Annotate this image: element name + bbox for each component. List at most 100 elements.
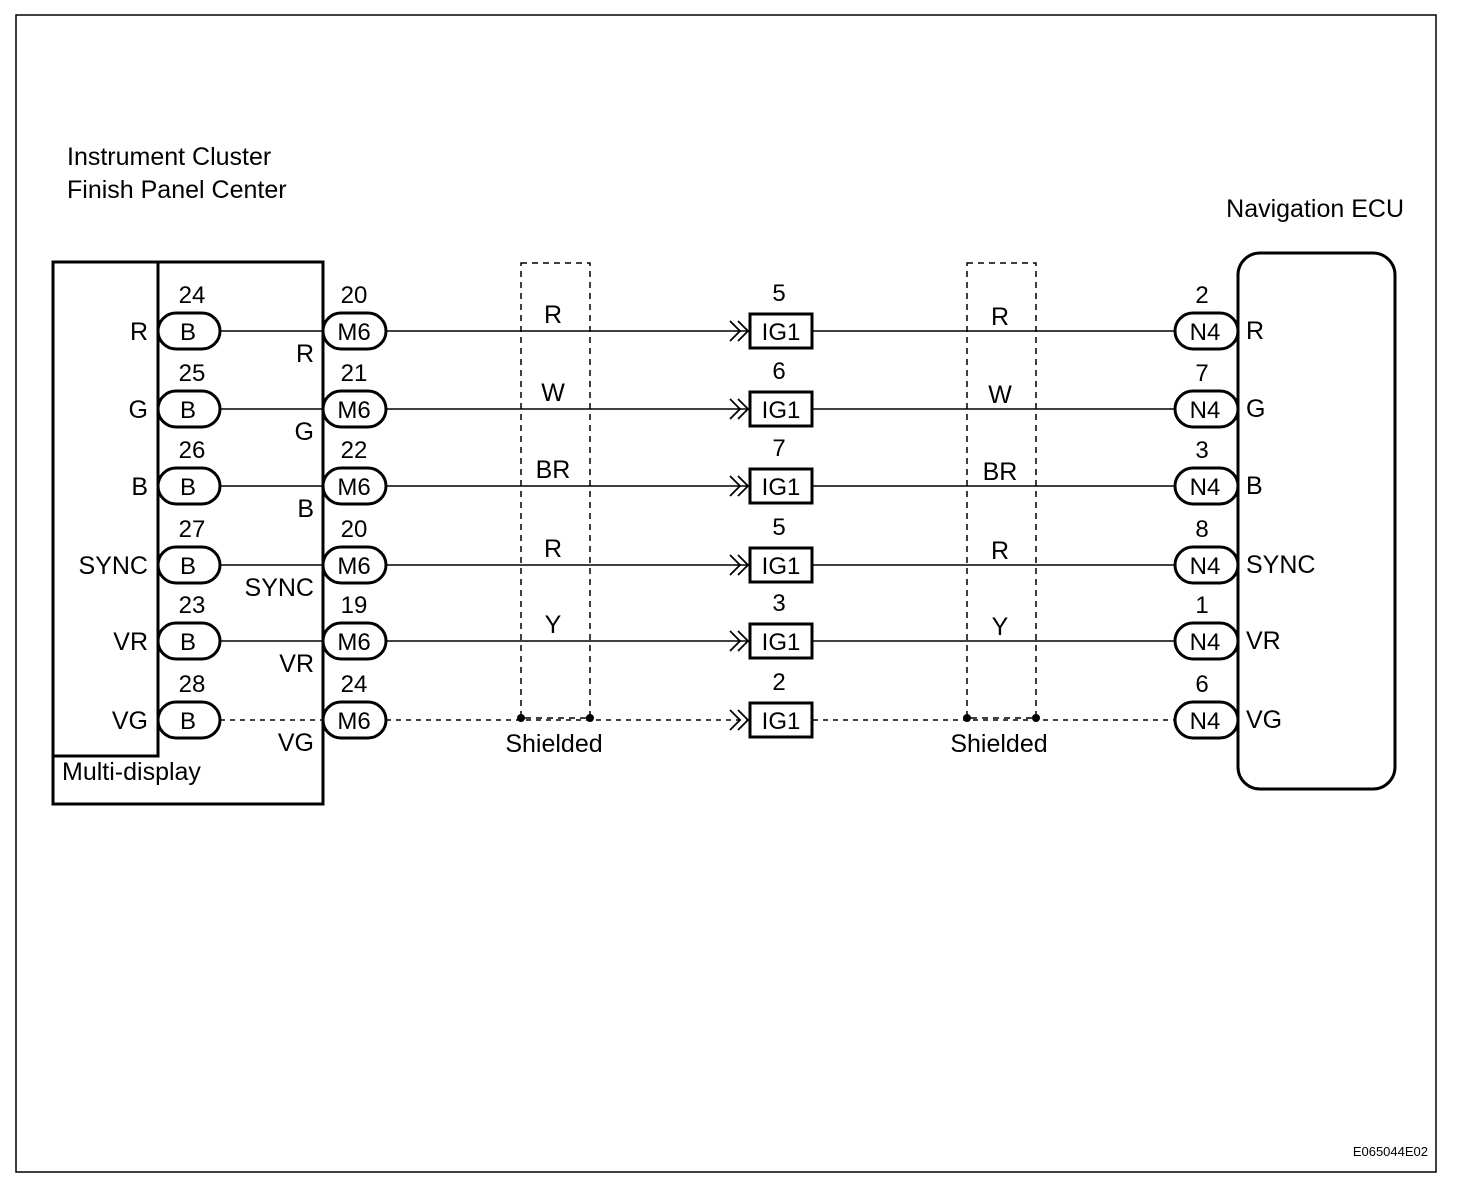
multi-display-pin-label: B: [131, 473, 148, 501]
connector-m6: [321, 621, 388, 661]
connector-m6: [321, 311, 388, 351]
pin-number: 8: [1195, 516, 1208, 543]
wire-color-label: BR: [983, 458, 1018, 486]
pin-number: 20: [341, 516, 368, 543]
connector-b-label: B: [180, 397, 196, 424]
multi-display-pin-label: VR: [113, 628, 148, 656]
wire-color-label: R: [991, 537, 1009, 565]
connector-ig1-label: IG1: [762, 474, 801, 501]
connector-n4: [1173, 466, 1240, 506]
pin-number: 7: [1195, 360, 1208, 387]
connector-n4: [1173, 621, 1240, 661]
multi-display-pin-label: VG: [112, 707, 148, 735]
multi-display-pin-label: R: [130, 318, 148, 346]
panel-pin-label: VR: [279, 650, 314, 678]
pin-number: 7: [772, 435, 785, 462]
connector-b-label: B: [180, 629, 196, 656]
junction-chevron: [729, 475, 750, 497]
connector-n4-label: N4: [1190, 629, 1221, 656]
navigation-ecu-pin-label: SYNC: [1246, 551, 1315, 579]
pin-number: 21: [341, 360, 368, 387]
pin-number: 3: [772, 590, 785, 617]
shield-enclosure-right: [966, 262, 1037, 719]
connector-m6-label: M6: [337, 708, 370, 735]
pin-number: 20: [341, 282, 368, 309]
pin-number: 2: [772, 669, 785, 696]
connector-b: [156, 389, 222, 429]
left-component-title-line1: Instrument Cluster: [67, 143, 271, 171]
connector-b-label: B: [180, 553, 196, 580]
connector-ig1: [748, 622, 814, 660]
connector-b-label: B: [180, 708, 196, 735]
pin-number: 1: [1195, 592, 1208, 619]
wire-color-label: W: [541, 379, 565, 407]
navigation-ecu-pin-label: VG: [1246, 706, 1282, 734]
connector-m6-label: M6: [337, 553, 370, 580]
panel-pin-label: VG: [278, 729, 314, 757]
pin-number: 23: [179, 592, 206, 619]
wire-color-label: W: [988, 381, 1012, 409]
connector-m6-label: M6: [337, 629, 370, 656]
pin-number: 26: [179, 437, 206, 464]
junction-chevron: [729, 630, 750, 652]
pin-number: 6: [772, 358, 785, 385]
multi-display-label: Multi-display: [62, 758, 201, 786]
connector-b-label: B: [180, 474, 196, 501]
pin-number: 5: [772, 514, 785, 541]
connector-m6: [321, 545, 388, 585]
wire-color-label: R: [544, 301, 562, 329]
junction-chevron: [729, 709, 750, 731]
connector-ig1: [748, 312, 814, 350]
connector-ig1-label: IG1: [762, 553, 801, 580]
junction-chevron: [729, 398, 750, 420]
connector-m6-label: M6: [337, 397, 370, 424]
multi-display-box: [51, 260, 160, 758]
navigation-ecu-pin-label: G: [1246, 395, 1265, 423]
panel-pin-label: SYNC: [245, 574, 314, 602]
connector-n4-label: N4: [1190, 474, 1221, 501]
connector-m6: [321, 700, 388, 740]
panel-pin-label: B: [297, 495, 314, 523]
pin-number: 28: [179, 671, 206, 698]
connector-b: [156, 311, 222, 351]
multi-display-pin-label: G: [129, 396, 148, 424]
connector-m6-label: M6: [337, 319, 370, 346]
junction-chevron: [729, 554, 750, 576]
left-component-title-line2: Finish Panel Center: [67, 176, 287, 204]
wire-color-label: R: [544, 535, 562, 563]
shield-enclosure-left: [520, 262, 591, 719]
pin-number: 6: [1195, 671, 1208, 698]
shield-label-left: Shielded: [505, 730, 602, 758]
shield-label-right: Shielded: [950, 730, 1047, 758]
connector-n4: [1173, 700, 1240, 740]
pin-number: 27: [179, 516, 206, 543]
wire-color-label: R: [991, 303, 1009, 331]
junction-chevron: [729, 320, 750, 342]
wire-color-label: Y: [992, 613, 1009, 641]
connector-n4: [1173, 389, 1240, 429]
navigation-ecu-box: [1236, 251, 1397, 791]
connector-ig1-label: IG1: [762, 319, 801, 346]
pin-number: 5: [772, 280, 785, 307]
connector-ig1: [748, 546, 814, 584]
pin-number: 25: [179, 360, 206, 387]
connector-b: [156, 545, 222, 585]
connector-b: [156, 621, 222, 661]
navigation-ecu-pin-label: VR: [1246, 627, 1281, 655]
connector-ig1-label: IG1: [762, 629, 801, 656]
connector-n4: [1173, 311, 1240, 351]
connector-b: [156, 700, 222, 740]
connector-b-label: B: [180, 319, 196, 346]
pin-number: 22: [341, 437, 368, 464]
navigation-ecu-pin-label: R: [1246, 317, 1264, 345]
pin-number: 24: [179, 282, 206, 309]
connector-n4-label: N4: [1190, 319, 1221, 346]
wire-color-label: Y: [545, 611, 562, 639]
pin-number: 19: [341, 592, 368, 619]
connector-m6-label: M6: [337, 474, 370, 501]
pin-number: 2: [1195, 282, 1208, 309]
multi-display-pin-label: SYNC: [79, 552, 148, 580]
connector-n4: [1173, 545, 1240, 585]
connector-ig1: [748, 701, 814, 739]
